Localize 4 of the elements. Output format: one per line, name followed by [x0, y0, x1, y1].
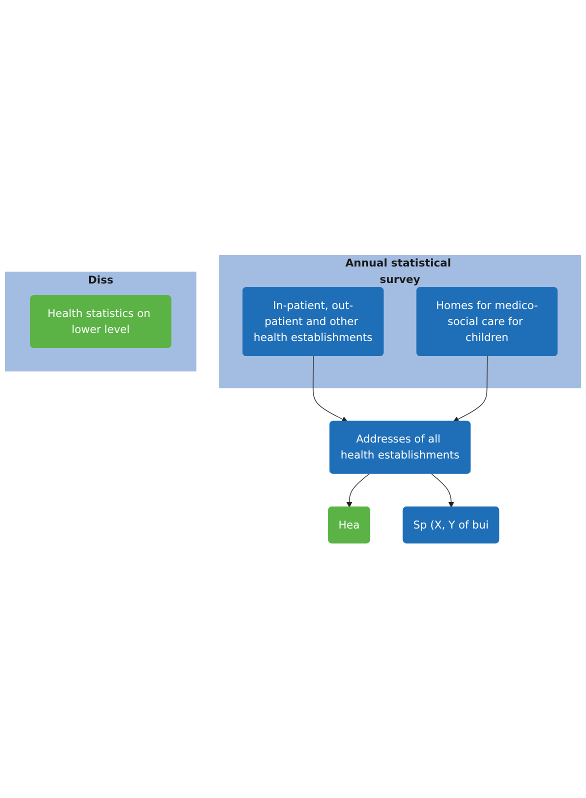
arrow: [346, 473, 370, 508]
arrow: [431, 473, 454, 508]
arrow: [312, 356, 348, 422]
arrow: [453, 356, 488, 422]
